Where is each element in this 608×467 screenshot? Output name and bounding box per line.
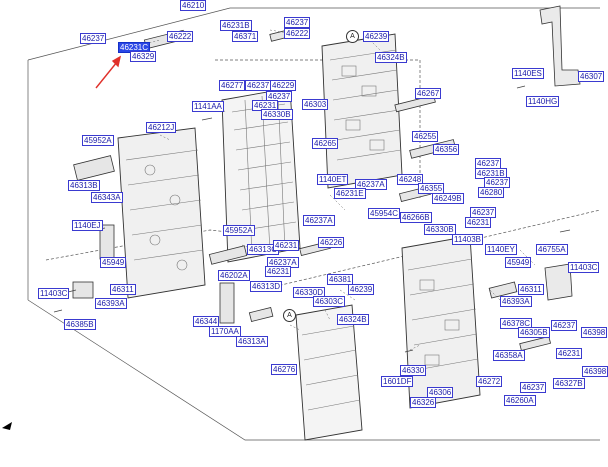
part-label-46305B[interactable]: 46305B	[518, 327, 550, 338]
part-label-46398[interactable]: 46398	[581, 327, 608, 338]
part-label-46311[interactable]: 46311	[110, 284, 136, 295]
part-label-46381[interactable]: 46381	[327, 274, 354, 285]
part-label-46326[interactable]: 46326	[410, 397, 437, 408]
part-label-46307[interactable]: 46307	[578, 71, 605, 82]
part-label-46237[interactable]: 46237	[551, 320, 578, 331]
part-label-46237[interactable]: 46237	[520, 382, 547, 393]
part-label-46237[interactable]: 46237	[266, 91, 293, 102]
part-label-46358A[interactable]: 46358A	[493, 350, 525, 361]
part-label-46311[interactable]: 46311	[518, 284, 544, 295]
part-label-46280[interactable]: 46280	[478, 187, 505, 198]
part-label-46313A[interactable]: 46313A	[236, 336, 268, 347]
part-label-46277[interactable]: 46277	[219, 80, 246, 91]
part-label-46272[interactable]: 46272	[476, 376, 503, 387]
part-label-46229[interactable]: 46229	[270, 80, 297, 91]
callout-a-lower: A	[283, 309, 296, 322]
part-label-46324B[interactable]: 46324B	[337, 314, 369, 325]
part-label-1140ET[interactable]: 1140ET	[317, 174, 349, 185]
part-label-46212J[interactable]: 46212J	[146, 122, 177, 133]
part-label-46343A[interactable]: 46343A	[91, 192, 123, 203]
part-label-11403B[interactable]: 11403B	[452, 234, 483, 245]
part-label-46393A[interactable]: 46393A	[500, 296, 532, 307]
part-label-1601DF[interactable]: 1601DF	[381, 376, 414, 387]
part-label-1140EJ[interactable]: 1140EJ	[72, 220, 103, 231]
part-label-46237A[interactable]: 46237A	[303, 215, 335, 226]
part-label-1140ES[interactable]: 1140ES	[512, 68, 544, 79]
part-label-46231[interactable]: 46231	[273, 240, 300, 251]
part-label-46393A[interactable]: 46393A	[95, 298, 127, 309]
part-label-45952A[interactable]: 45952A	[82, 135, 114, 146]
front-marker	[2, 422, 12, 430]
part-label-1140EY[interactable]: 1140EY	[485, 244, 517, 255]
part-label-46327B[interactable]: 46327B	[553, 378, 585, 389]
part-label-46202A[interactable]: 46202A	[218, 270, 250, 281]
part-label-46330B[interactable]: 46330B	[261, 109, 293, 120]
part-label-46237[interactable]: 46237	[284, 17, 311, 28]
part-label-46260A[interactable]: 46260A	[504, 395, 536, 406]
part-label-46239[interactable]: 46239	[363, 31, 390, 42]
part-label-46306[interactable]: 46306	[427, 387, 454, 398]
part-label-46248[interactable]: 46248	[397, 174, 424, 185]
part-label-46267[interactable]: 46267	[415, 88, 442, 99]
part-label-46313B[interactable]: 46313B	[68, 180, 100, 191]
inner-outline-b	[215, 59, 421, 200]
part-label-46356[interactable]: 46356	[433, 144, 460, 155]
part-label-46313D[interactable]: 46313D	[250, 281, 283, 292]
part-label-46330D[interactable]: 46330D	[293, 287, 326, 298]
part-label-46378C[interactable]: 46378C	[500, 318, 533, 329]
part-label-46398[interactable]: 46398	[582, 366, 608, 377]
part-label-46355[interactable]: 46355	[418, 183, 445, 194]
part-label-46755A[interactable]: 46755A	[536, 244, 568, 255]
part-label-46329[interactable]: 46329	[130, 51, 157, 62]
part-label-46210[interactable]: 46210	[180, 0, 207, 11]
part-label-46249B[interactable]: 46249B	[432, 193, 464, 204]
lower-valve-body	[401, 235, 481, 409]
part-label-46276[interactable]: 46276	[271, 364, 298, 375]
part-label-46324B[interactable]: 46324B	[375, 52, 407, 63]
part-label-46231E[interactable]: 46231E	[334, 188, 366, 199]
part-label-11403C[interactable]: 11403C	[568, 262, 600, 273]
part-label-45952A[interactable]: 45952A	[223, 225, 255, 236]
part-label-46239[interactable]: 46239	[348, 284, 375, 295]
part-label-46255[interactable]: 46255	[412, 131, 439, 142]
part-label-46385B[interactable]: 46385B	[64, 319, 96, 330]
part-label-46266B[interactable]: 46266B	[400, 212, 432, 223]
part-label-46231[interactable]: 46231	[265, 266, 292, 277]
part-label-45949[interactable]: 45949	[505, 257, 532, 268]
part-label-1141AA[interactable]: 1141AA	[192, 101, 224, 112]
part-label-11403C[interactable]: 11403C	[38, 288, 70, 299]
callout-a-upper: A	[346, 30, 359, 43]
part-label-46237[interactable]: 46237	[80, 33, 107, 44]
part-label-1140HG[interactable]: 1140HG	[526, 96, 560, 107]
bracket	[539, 5, 581, 301]
part-label-46222[interactable]: 46222	[167, 31, 194, 42]
part-label-46222[interactable]: 46222	[284, 28, 311, 39]
part-label-46231[interactable]: 46231	[465, 217, 492, 228]
part-label-1170AA[interactable]: 1170AA	[209, 326, 241, 337]
part-label-46237[interactable]: 46237	[245, 80, 272, 91]
part-label-46303[interactable]: 46303	[302, 99, 329, 110]
part-label-46330[interactable]: 46330	[400, 365, 427, 376]
lower-plate	[295, 304, 363, 441]
part-label-46226[interactable]: 46226	[318, 237, 345, 248]
part-label-45949[interactable]: 45949	[100, 257, 127, 268]
part-label-46231[interactable]: 46231	[556, 348, 583, 359]
part-label-45954C[interactable]: 45954C	[368, 208, 401, 219]
part-label-46371[interactable]: 46371	[232, 31, 259, 42]
part-label-46265[interactable]: 46265	[312, 138, 339, 149]
part-label-46330B[interactable]: 46330B	[424, 224, 456, 235]
left-valve-body	[117, 127, 206, 299]
inner-outline-c	[259, 209, 601, 291]
part-label-46303C[interactable]: 46303C	[313, 296, 346, 307]
part-label-46237A[interactable]: 46237A	[355, 179, 387, 190]
part-label-46344[interactable]: 46344	[193, 316, 220, 327]
red-arrow	[95, 55, 122, 89]
part-label-46231B[interactable]: 46231B	[220, 20, 252, 31]
